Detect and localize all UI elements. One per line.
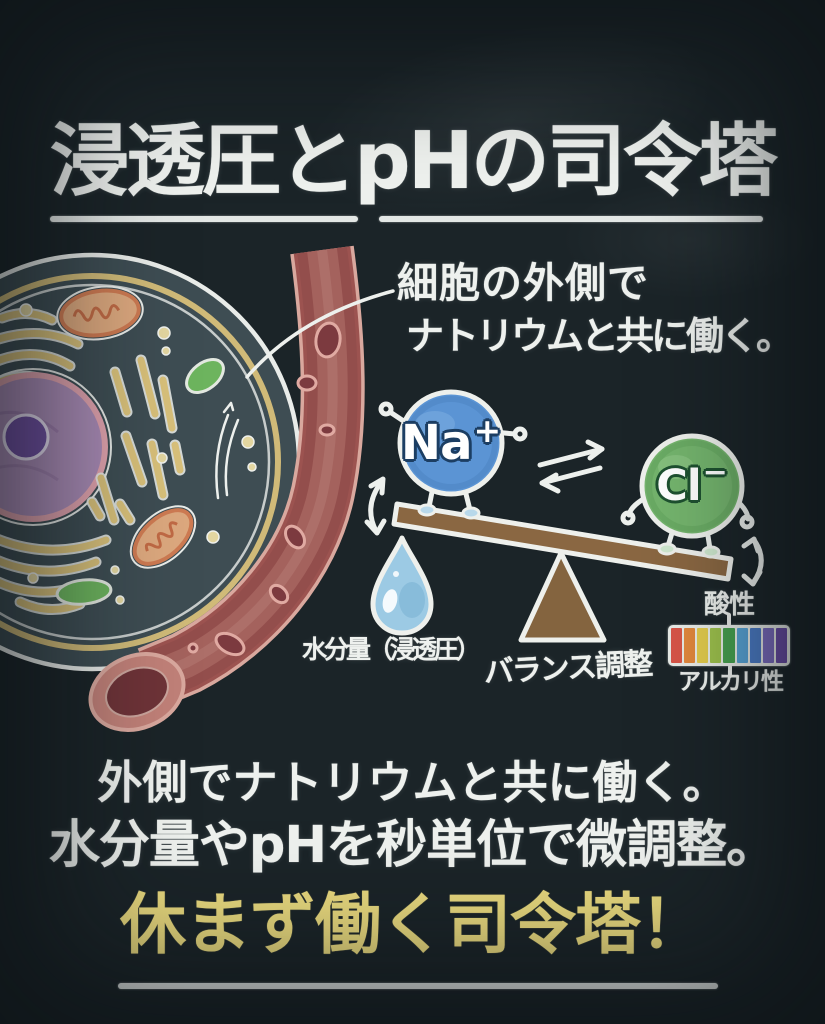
cell-illustration [0,252,302,672]
seesaw-plank [391,501,734,582]
ph-segment [775,628,787,663]
ph-tick-bottom [728,665,732,678]
body-line2: 水分量やpHを秒単位で微調整。 [48,816,777,875]
green-organelle [185,358,225,394]
nucleus-outer-line [0,368,112,526]
alkali-label: アルカリ性 [677,669,784,695]
bottom-underline [118,983,718,989]
vesicle-dots [19,303,257,605]
endoplasmic-reticulum [86,354,186,526]
white-filament-lines [215,401,240,500]
vessel-open-end [88,652,186,732]
ph-segment [736,628,748,663]
ph-segment [723,628,735,663]
emphasis-line: 休まず働く司令塔！ [120,886,706,963]
ph-segment [684,628,696,663]
na-ion-label: Na+ [396,411,506,475]
title-underline-right [379,216,763,222]
cl-ion-character [620,433,755,559]
up-down-arrow-right-icon [741,536,764,587]
ph-segment [710,628,722,663]
ph-segment [762,628,774,663]
blood-vessel [88,245,365,732]
ph-segment [671,628,683,663]
ph-scale-segments [671,628,787,663]
callout-line1: 細胞の外側で [397,259,649,307]
equilibrium-arrows-icon [537,439,605,494]
ph-segment [749,628,761,663]
na-charge: + [473,410,502,450]
callout-pointer-line [245,289,395,379]
cl-charge: − [702,455,728,490]
body-line1: 外側でナトリウムと共に働く。 [97,756,728,809]
na-ion-character [378,389,528,520]
mitochondrion-icon [56,285,144,341]
cl-ion-label: Cl− [640,455,744,513]
callout-line2: ナトリウムと共に働く。 [406,314,794,358]
ph-tick-top [727,613,731,626]
red-blood-cells [149,321,342,676]
mitochondrion-icon [129,505,197,569]
page-title: 浸透圧とpHの司令塔 [50,115,778,207]
cell-inner-ring-white [0,283,271,641]
ph-scale [668,625,790,666]
cl-symbol: Cl [656,460,701,511]
na-symbol: Na [400,415,473,471]
water-droplet-icon [370,535,434,636]
ph-segment [697,628,709,663]
fulcrum-triangle [518,550,607,643]
nucleolus [2,413,50,461]
droplet-label: 水分量（浸透圧） [301,635,481,664]
up-down-arrow-left-icon [364,476,387,536]
cell-inner-ring-yellow [0,273,281,651]
title-underline-left [50,216,358,222]
green-organelle [55,578,113,606]
nucleus [0,372,108,522]
